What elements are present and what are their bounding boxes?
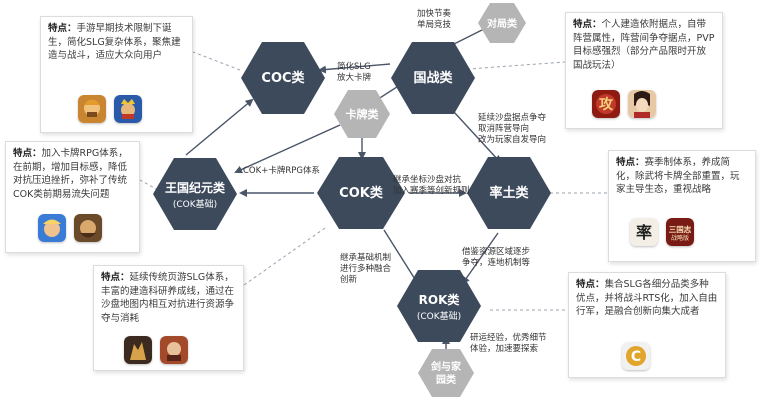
edge-kapai-wangguo: [234, 124, 341, 174]
hex-rok-sublabel: (COK基础): [417, 310, 461, 322]
shuaitu-game-icon-glyph: 率: [636, 223, 652, 242]
hex-duiju[interactable]: 对局类: [478, 3, 526, 43]
card-wangguo-text: 加入卡牌RPG体系，在前期，增加目标感，降低对抗压迫挫折，弥补了传统COK类前期…: [13, 148, 128, 200]
hex-jianyujia[interactable]: 剑与家园类: [418, 349, 474, 397]
hex-guozhan[interactable]: 国战类: [391, 42, 475, 114]
cok-game-icon-a: [124, 336, 152, 364]
clash-royale-icon: [114, 95, 142, 123]
sanguozhi-icon-subtitle: 战略版: [671, 234, 689, 242]
leader-wangguo: [139, 179, 159, 191]
edge-label-inherit-base: 继承基础机制进行多种融合创新: [340, 252, 392, 285]
card-shuaitu-key: 特点：: [616, 157, 645, 168]
edge-label-inherit-base-line-1: 继承基础机制: [340, 252, 391, 263]
edge-label-ops-experience: 研运经验，优秀细节体验，加速要探索: [470, 332, 547, 354]
edge-label-simplify-slg-line-1: 简化SLG: [337, 61, 371, 72]
hex-wangguo[interactable]: 王国纪元类 (COK基础): [153, 158, 237, 230]
guozhan-game-icon-a: 攻: [592, 90, 620, 118]
edge-label-extend-sandbox-line-1: 延续沙盘据点争夺: [478, 112, 547, 123]
guozhan-game-icon-a-glyph: 攻: [599, 96, 614, 113]
edge-label-inherit-base-line-3: 创新: [340, 274, 358, 285]
edge-label-fast-pace-line-2: 单局竞技: [417, 19, 452, 30]
edge-label-inherit-coords-line-2: 加入赛季等创新规则: [393, 185, 470, 196]
edge-label-simplify-slg-line-2: 放大卡牌: [337, 72, 372, 83]
rok-game-icon-glyph: C: [631, 349, 641, 365]
hex-wangguo-sublabel: (COK基础): [173, 198, 217, 210]
hex-shuaitu[interactable]: 率土类: [467, 157, 551, 229]
edge-label-borrow-resources: 借鉴资源区域逐步争夺，连地机制等: [462, 246, 531, 268]
card-guozhan-icons: 攻: [592, 90, 656, 118]
edge-label-ops-experience-line-2: 体验，加速要探索: [470, 343, 538, 354]
hex-cok[interactable]: COK类: [317, 157, 405, 229]
connector-lines: [185, 26, 502, 352]
card-cok-key: 特点：: [101, 272, 130, 283]
hex-cok-label: COK类: [339, 185, 384, 201]
card-shuaitu-icons: 率 三国志 战略版: [630, 218, 694, 246]
card-wangguo-icons: [38, 214, 102, 242]
edge-label-ops-experience-line-1: 研运经验，优秀细节: [470, 332, 547, 343]
hex-kapai[interactable]: 卡牌类: [334, 90, 390, 138]
cok-game-icon-b: [160, 336, 188, 364]
edge-label-inherit-coords-line-1: 继承坐标沙盘对抗: [393, 174, 462, 185]
card-rok-icons: C: [622, 342, 650, 370]
hex-kapai-label: 卡牌类: [346, 107, 380, 121]
card-cok-icons: [124, 336, 188, 364]
edge-cok-rok: [383, 229, 420, 286]
hex-rok-label: ROK类: [419, 292, 461, 307]
edge-shuaitu-rok: [461, 232, 499, 285]
edge-label-borrow-resources-line-1: 借鉴资源区域逐步: [462, 246, 530, 257]
rok-game-icon: C: [622, 342, 650, 370]
card-coc-icons: [78, 95, 142, 123]
guozhan-game-icon-b: [628, 90, 656, 118]
edge-label-extend-sandbox: 延续沙盘据点争夺取消阵营导向改为玩家自发导向: [478, 112, 547, 145]
shuaitu-game-icon: 率: [630, 218, 658, 246]
card-guozhan-key: 特点：: [573, 19, 602, 30]
hex-duiju-label: 对局类: [487, 17, 517, 30]
edge-label-extend-sandbox-line-2: 取消阵营导向: [478, 123, 529, 134]
hex-shuaitu-label: 率土类: [489, 185, 529, 201]
leader-cok: [243, 227, 326, 286]
hex-coc[interactable]: COC类: [241, 42, 325, 114]
card-shuaitu-text: 赛季制体系，养成简化，除武将卡牌全部重置，玩家主导生态，重视战略: [616, 157, 740, 195]
edge-label-cok-card-rpg-line-1: COK+卡牌RPG体系: [243, 165, 320, 176]
sanguozhi-strategy-icon: 三国志 战略版: [666, 218, 694, 246]
leader-coc: [192, 51, 241, 71]
card-guozhan-text: 个人建造依附据点，自带阵营属性，阵营间争夺据点，PVP目标感强烈（部分产品限时开…: [573, 19, 715, 71]
hex-jianyujia-line1: 剑与家: [430, 360, 462, 373]
lords-mobile-icon: [38, 214, 66, 242]
edge-label-borrow-resources-line-2: 争夺，连地机制等: [462, 257, 531, 268]
edge-label-fast-pace: 加快节奏单局竞技: [417, 8, 452, 30]
card-wangguo: 特点：加入卡牌RPG体系，在前期，增加目标感，降低对抗压迫挫折，弥补了传统COK…: [5, 141, 140, 253]
sanguozhi-icon-title: 三国志: [669, 224, 692, 234]
edge-label-inherit-base-line-2: 进行多种融合: [340, 263, 392, 274]
card-rok-key: 特点：: [576, 279, 605, 290]
leader-guozhan: [454, 61, 566, 71]
hex-jianyujia-label: 剑与家园类: [430, 360, 462, 386]
card-rok-text: 集合SLG各细分品类多种优点，并将战斗RTS化，加入自由行军，是融合创新向集大成…: [576, 279, 718, 317]
clash-of-clans-icon: [78, 95, 106, 123]
edge-label-inherit-coords: 继承坐标沙盘对抗加入赛季等创新规则: [393, 174, 470, 196]
hex-guozhan-label: 国战类: [413, 70, 453, 86]
card-coc-text: 手游早期技术限制下诞生，简化SLG复杂体系，聚焦建造与战斗，适应大众向用户: [48, 23, 181, 61]
edge-label-cok-card-rpg: COK+卡牌RPG体系: [243, 165, 320, 176]
edge-guozhan-coc: [318, 63, 391, 74]
hex-coc-label: COC类: [261, 70, 305, 86]
hex-jianyujia-line2: 园类: [436, 373, 456, 386]
hex-rok[interactable]: ROK类 (COK基础): [397, 270, 481, 342]
card-wangguo-key: 特点：: [13, 148, 42, 159]
card-cok-text: 延续传统页游SLG体系，丰富的建造科研养成线，通过在沙盘地图内相互对抗进行资源争…: [101, 272, 235, 324]
edge-wangguo-coc: [185, 98, 254, 156]
leader-lines: [139, 51, 608, 311]
edge-guozhan-shuaitu: [453, 111, 502, 164]
edge-label-fast-pace-line-1: 加快节奏: [417, 8, 452, 19]
card-coc-key: 特点：: [48, 23, 77, 34]
rise-of-empires-icon: [74, 214, 102, 242]
edge-label-extend-sandbox-line-3: 改为玩家自发导向: [478, 134, 546, 145]
hex-wangguo-label: 王国纪元类: [165, 180, 226, 195]
